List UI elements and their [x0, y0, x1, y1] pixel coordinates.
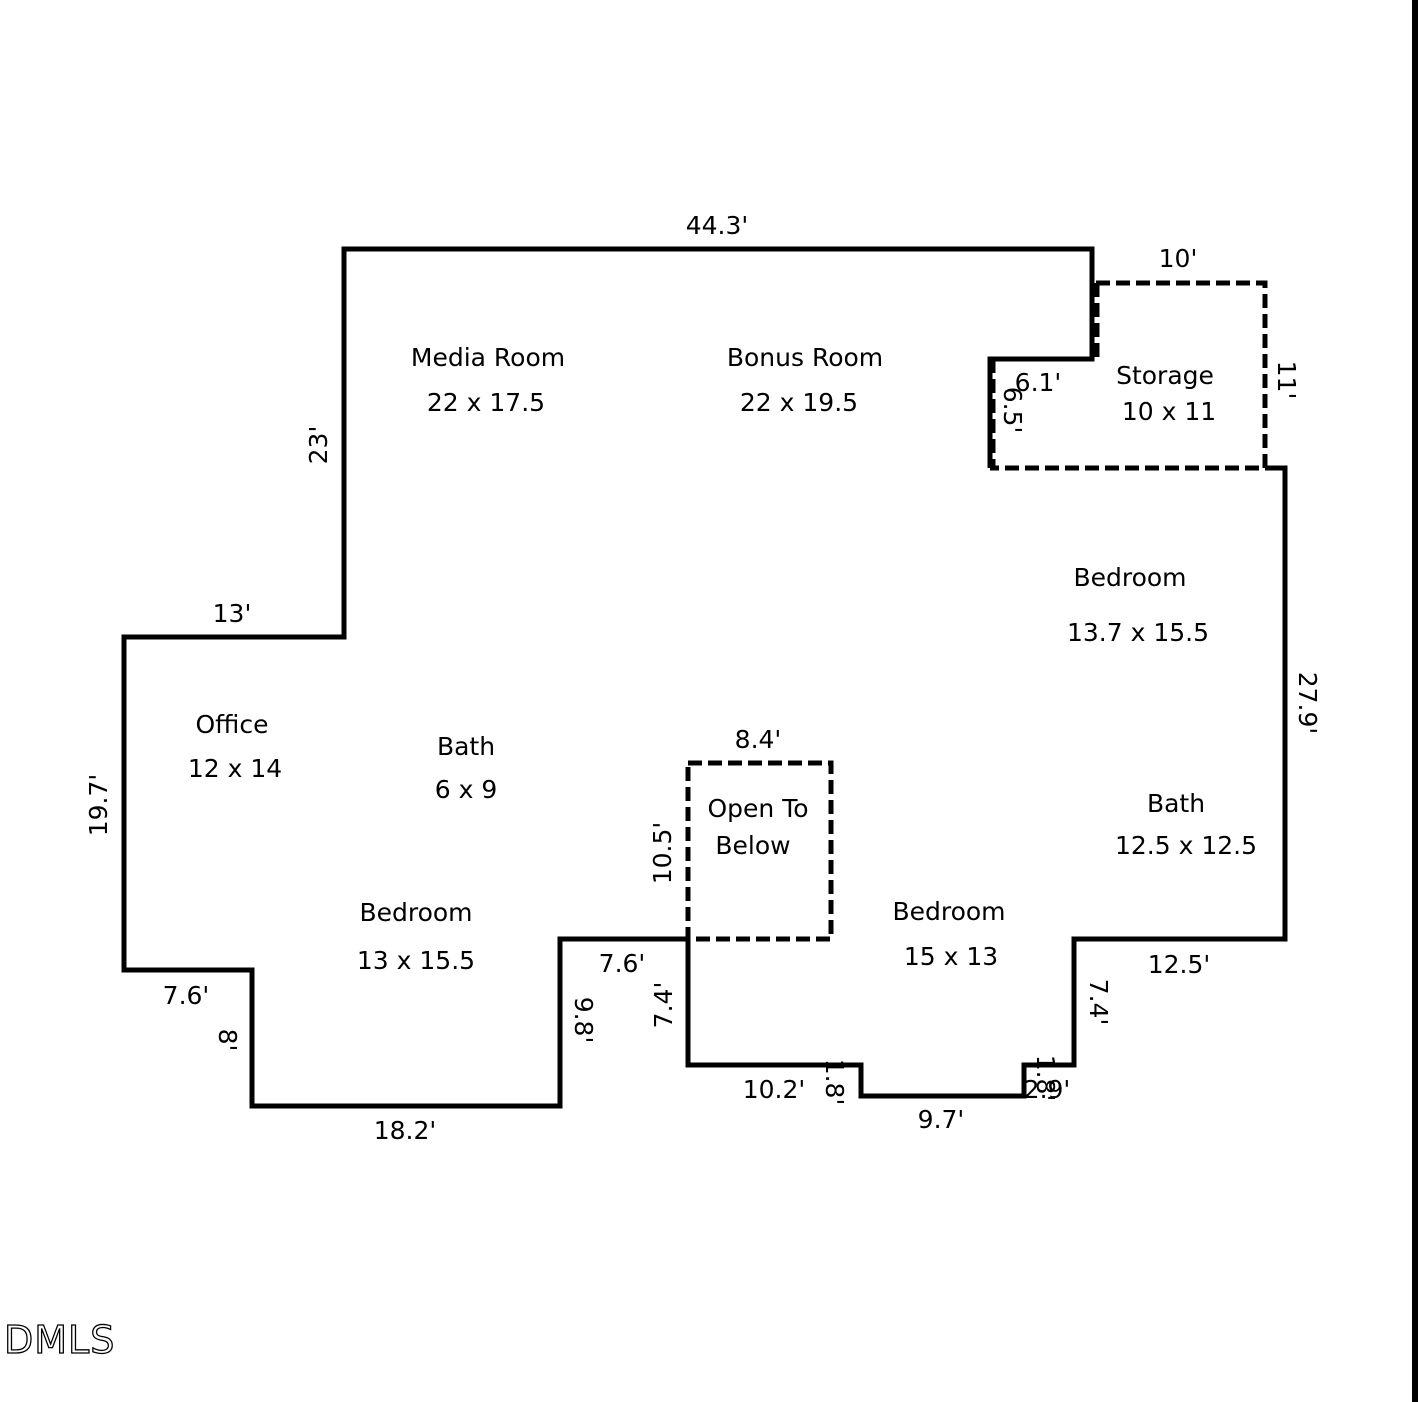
- room-label-bedroom-s: Bedroom: [892, 897, 1005, 926]
- dim-mid-jog: 7.6': [599, 949, 646, 978]
- dim-mid-step: 7.4': [649, 982, 678, 1029]
- dim-sw-step: 8': [213, 1029, 242, 1052]
- room-size-bonus: 22 x 19.5: [740, 388, 858, 417]
- page-edge-bar: [1412, 0, 1418, 1402]
- room-label-bath-center: Bath: [437, 732, 495, 761]
- room-label-bedroom-ne: Bedroom: [1073, 563, 1186, 592]
- room-size-bath-east: 12.5 x 12.5: [1115, 831, 1257, 860]
- room-label-office: Office: [196, 710, 269, 739]
- room-size-bath-center: 6 x 9: [435, 775, 498, 804]
- dim-office-top: 13': [213, 599, 252, 628]
- room-size-office: 12 x 14: [188, 754, 282, 783]
- dim-south-east: 12.5': [1148, 950, 1211, 979]
- storage-outline: [990, 280, 1268, 471]
- dim-storage-right: 11': [1272, 361, 1301, 400]
- dim-top: 44.3': [686, 211, 749, 240]
- dim-south-jog: 2.9': [1024, 1075, 1071, 1104]
- dim-west: 19.7': [84, 774, 113, 837]
- dim-south-mid: 10.2': [743, 1075, 806, 1104]
- room-size-media: 22 x 17.5: [427, 388, 545, 417]
- room-size-bedroom-sw: 13 x 15.5: [357, 946, 475, 975]
- dim-south-step-right: 1.8': [1031, 1055, 1060, 1102]
- open-to-below-outline: [685, 760, 834, 942]
- room-label-bath-east: Bath: [1147, 789, 1205, 818]
- dim-south-bay: 9.7': [918, 1105, 965, 1134]
- dim-open-top: 8.4': [735, 725, 782, 754]
- room-label-storage: Storage: [1116, 361, 1214, 390]
- room-size-bedroom-ne: 13.7 x 15.5: [1067, 618, 1209, 647]
- exterior-wall: [121, 246, 1288, 1109]
- room-size-bedroom-s: 15 x 13: [904, 942, 998, 971]
- dim-sw-jog: 7.6': [163, 981, 210, 1010]
- dim-notch-top: 6.1': [1015, 368, 1062, 397]
- dmls-watermark: DMLS: [3, 1317, 116, 1362]
- dim-open-left: 10.5': [648, 822, 677, 885]
- dim-storage-top: 10': [1159, 244, 1198, 273]
- room-label-bedroom-sw: Bedroom: [359, 898, 472, 927]
- dim-media-left: 23': [304, 426, 333, 465]
- dim-south-west: 18.2': [374, 1116, 437, 1145]
- room-label-media: Media Room: [411, 343, 565, 372]
- dim-south-step-left: 1.8': [820, 1059, 849, 1106]
- dim-east: 27.9': [1293, 672, 1322, 735]
- room-label-below: Below: [715, 831, 790, 860]
- room-size-storage: 10 x 11: [1122, 397, 1216, 426]
- storage-notch-wall: [987, 283, 1095, 468]
- dim-east-step: 7.4': [1084, 979, 1113, 1026]
- dim-notch-left: 6.5': [998, 387, 1027, 434]
- room-label-bonus: Bonus Room: [727, 343, 883, 372]
- dim-bedroom-sw-right: 9.8': [569, 997, 598, 1044]
- room-label-open-to: Open To: [707, 794, 808, 823]
